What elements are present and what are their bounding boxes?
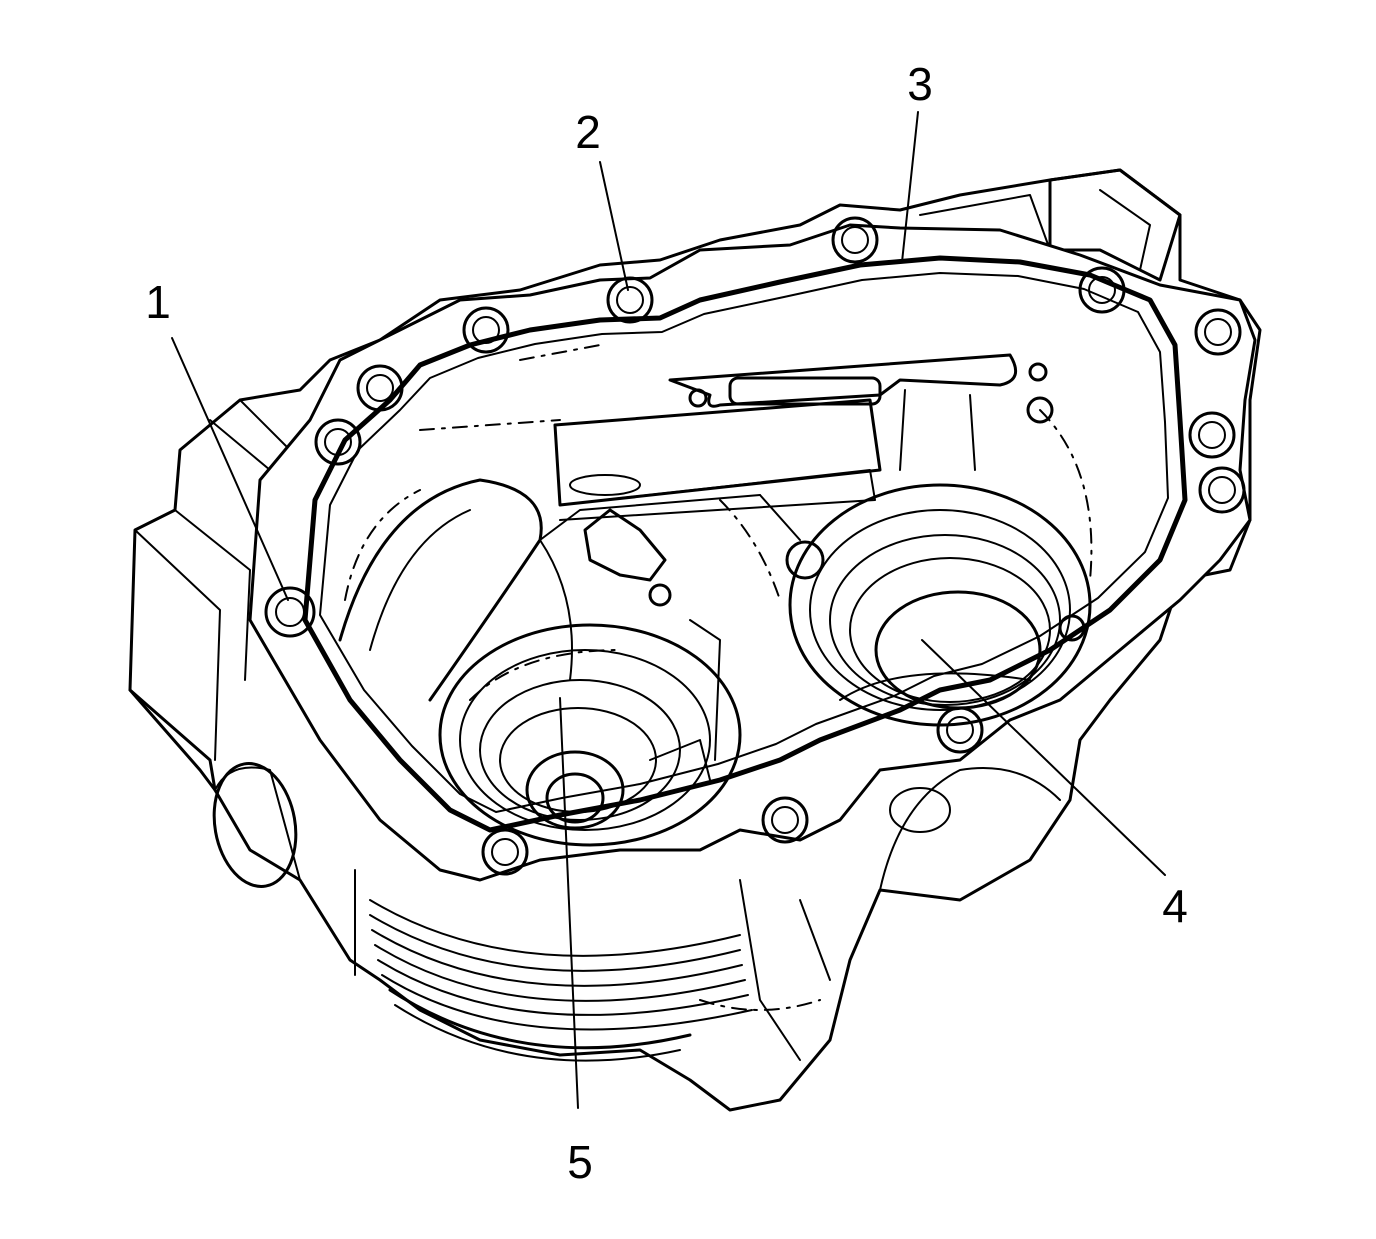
bolt-hole (1188, 411, 1236, 459)
bolt-hole (761, 796, 809, 844)
bolt-hole (356, 364, 404, 412)
bolt-hole (462, 306, 510, 354)
gasket-groove (302, 255, 1188, 833)
bolt-holes (264, 216, 1246, 876)
bolt-hole (314, 418, 362, 466)
callout-5: 5 (567, 1136, 593, 1188)
bolt-hole (1194, 308, 1242, 356)
callout-labels: 1 2 3 4 5 (145, 58, 1188, 1188)
callout-1: 1 (145, 276, 171, 328)
bolt-hole (831, 216, 879, 264)
callout-3: 3 (907, 58, 933, 110)
housing-flange (248, 223, 1257, 882)
bolt-hole (1198, 466, 1246, 514)
bolt-hole (481, 828, 529, 876)
bolt-hole (606, 276, 654, 324)
bolt-hole (264, 586, 316, 638)
leader-line-3 (901, 111, 919, 263)
leader-line-1 (171, 337, 289, 601)
bolt-hole (936, 706, 984, 754)
bolt-hole (1078, 266, 1126, 314)
callout-4: 4 (1162, 880, 1188, 932)
leader-line-2 (599, 161, 629, 291)
housing-interior (338, 344, 1093, 847)
leader-lines (171, 111, 1166, 1109)
leader-line-5 (559, 697, 579, 1109)
callout-2: 2 (575, 106, 601, 158)
leader-line-4 (921, 639, 1166, 876)
